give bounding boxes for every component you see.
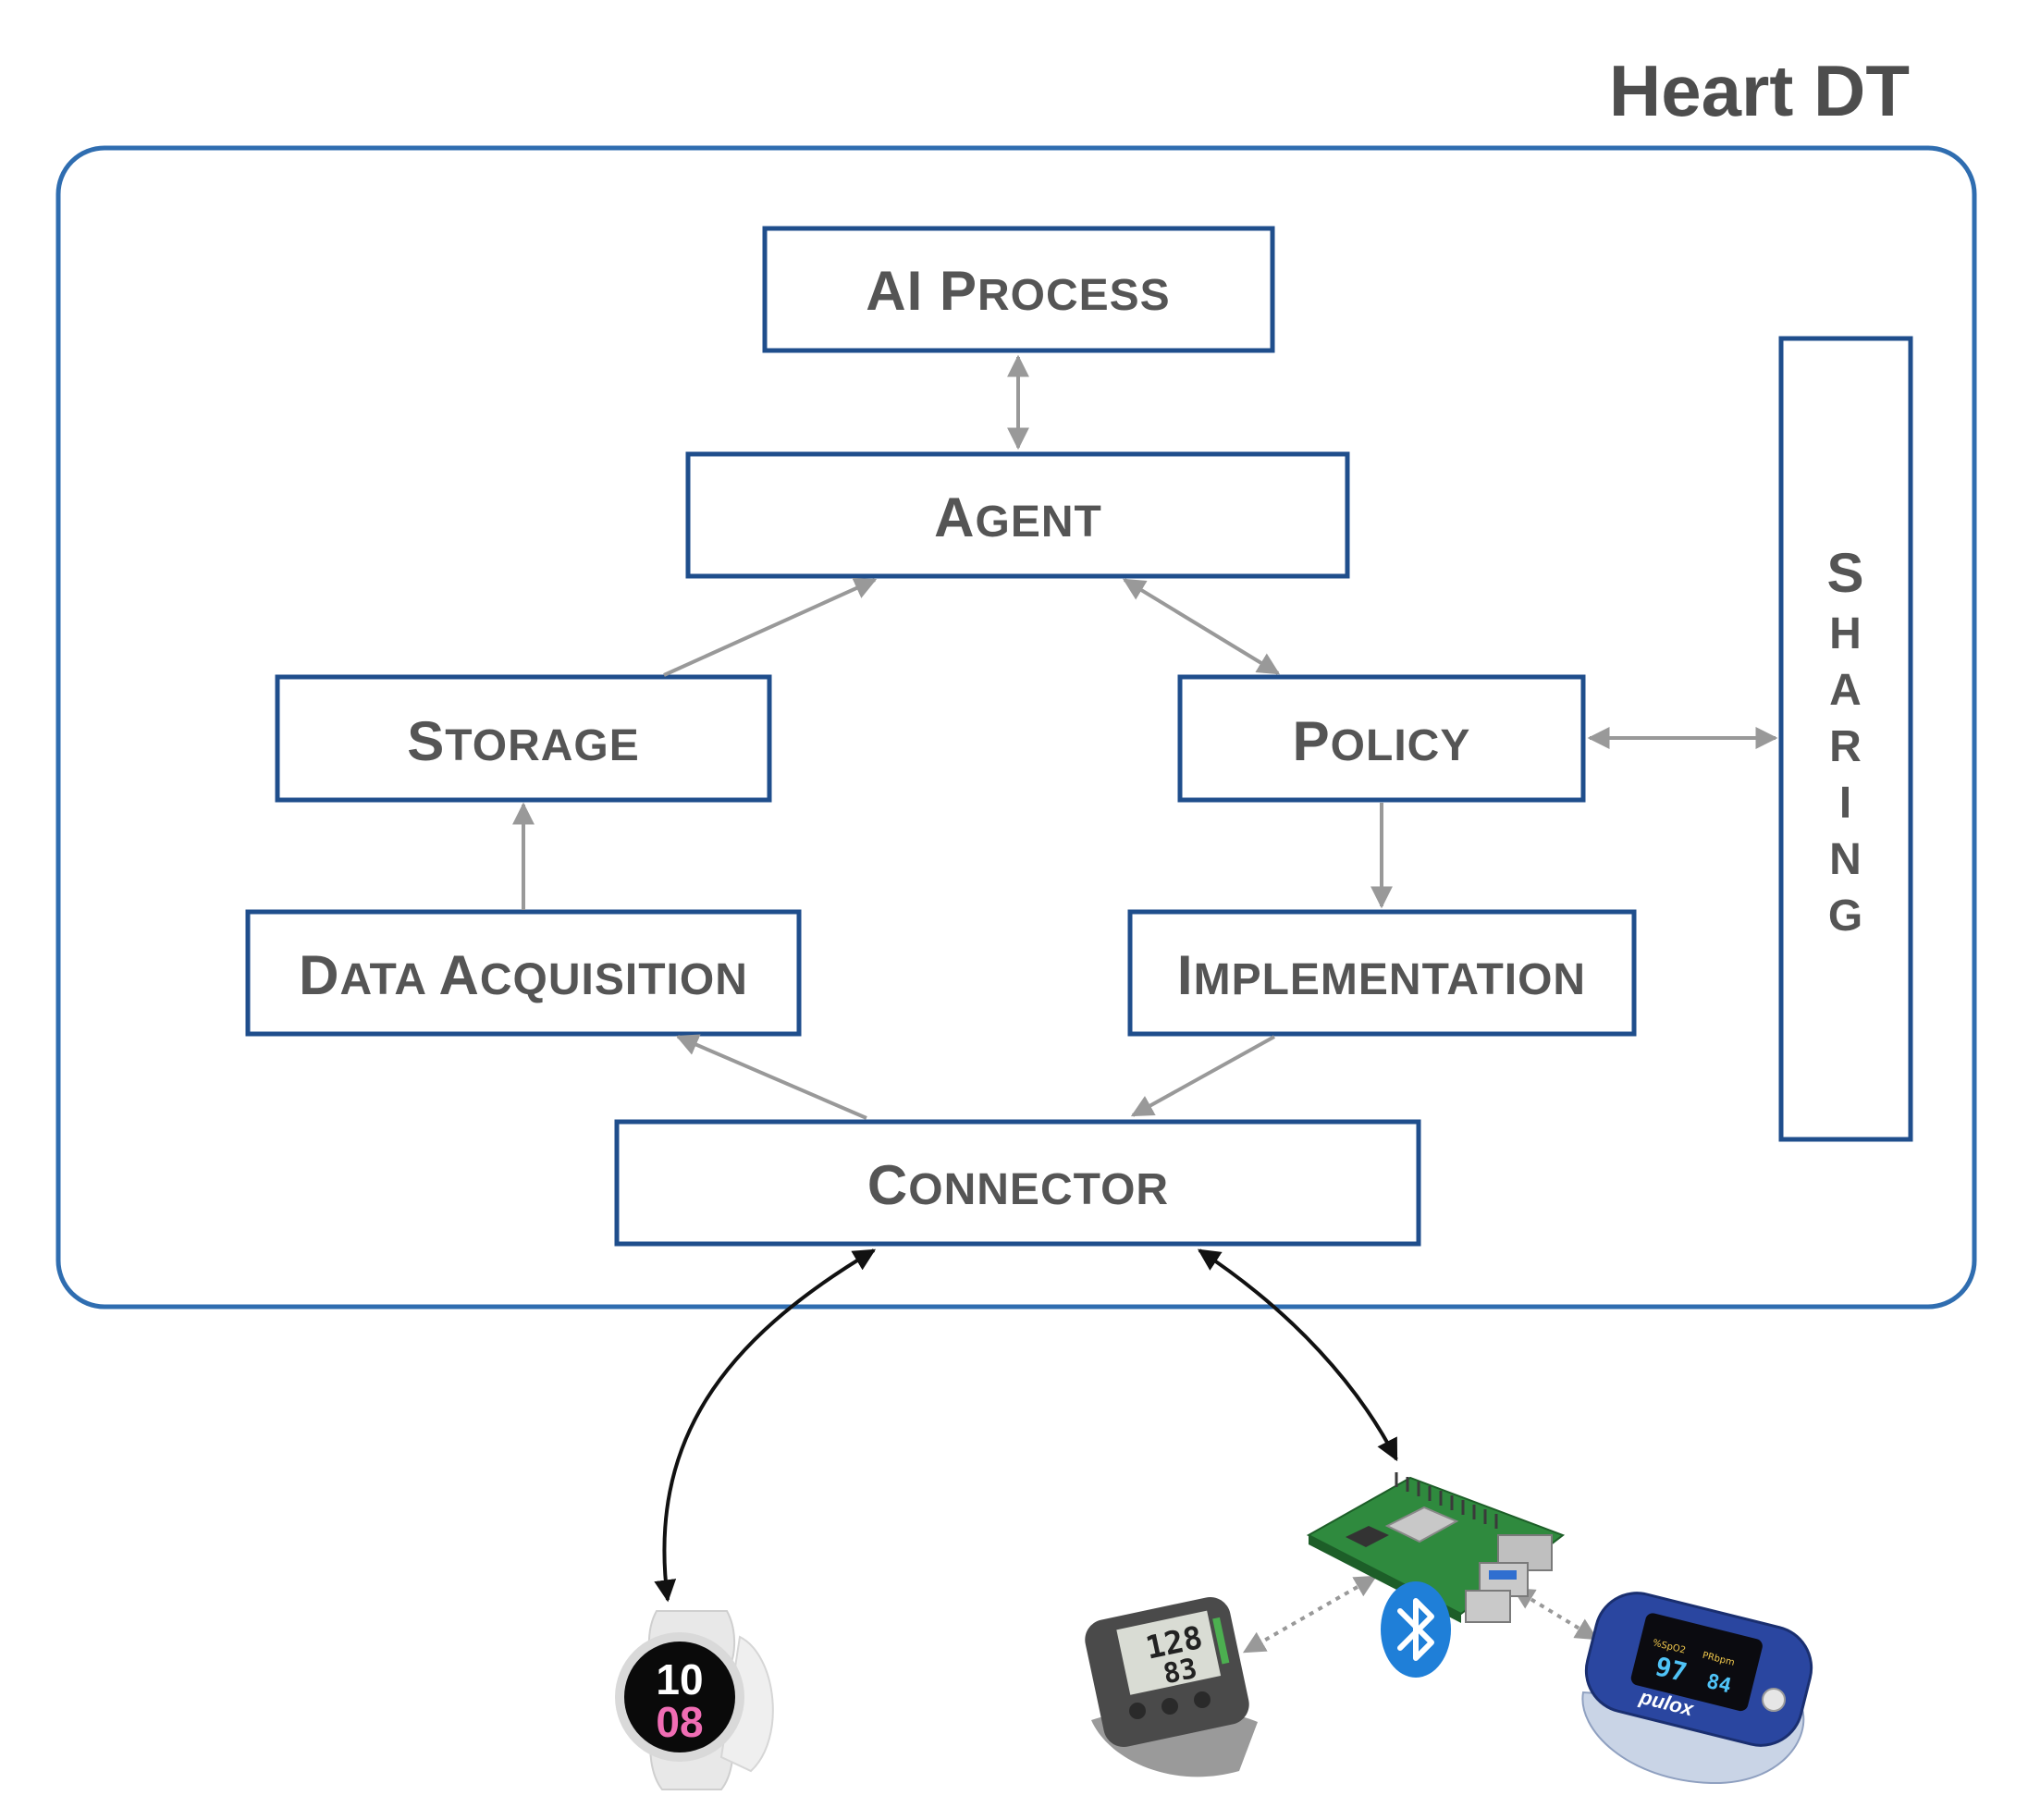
arrow-connector-data-acquisition [675,1034,867,1120]
data-acquisition-label: DATA ACQUISITION [299,944,748,1006]
policy-box: POLICY [1177,674,1586,803]
implementation-label: IMPLEMENTATION [1177,944,1586,1006]
smartwatch-icon: 10 08 [615,1610,774,1790]
storage-label: STORAGE [407,710,640,772]
bluetooth-links [1242,1575,1599,1654]
sharing-letter: A [1829,666,1862,715]
sharing-letter: G [1828,892,1863,941]
device-link-arrows [654,1248,1398,1603]
sharing-letter: I [1839,779,1852,828]
arrow-connector-gateway [1197,1248,1398,1462]
sharing-letter: S [1826,542,1864,604]
sharing-letter: N [1829,835,1862,884]
arrow-gateway-bp-monitor [1242,1575,1378,1654]
pulse-oximeter-icon: %SpO2 PRbpm 97 84 pulox [1581,1592,1813,1785]
watch-minute: 08 [656,1698,703,1746]
arrow-connector-smartwatch [654,1248,877,1603]
bp-display-bottom: 83 [1161,1653,1200,1691]
bluetooth-icon [1381,1581,1451,1678]
watch-hour: 10 [656,1655,703,1703]
diagram-title: Heart DT [1609,50,1910,131]
policy-label: POLICY [1293,710,1471,772]
connector-box: CONNECTOR [614,1119,1421,1247]
agent-label: AGENT [934,486,1102,548]
ai-process-label: AI PROCESS [866,260,1170,322]
ai-process-box: AI PROCESS [762,226,1275,353]
agent-box: AGENT [685,451,1350,579]
oximeter-bpm-value: 84 [1704,1670,1734,1699]
internal-arrows [512,354,1778,1120]
arrow-storage-agent [663,577,878,677]
oximeter-spo2-value: 97 [1653,1651,1690,1688]
arrow-implementation-connector [1130,1035,1275,1117]
blood-pressure-monitor-icon: 128 83 [1085,1596,1258,1777]
data-acquisition-box: DATA ACQUISITION [245,909,802,1037]
arrow-agent-policy [1122,578,1281,675]
sharing-letter: H [1829,609,1862,658]
sharing-letter: R [1829,722,1862,771]
storage-box: STORAGE [275,674,772,803]
implementation-box: IMPLEMENTATION [1127,909,1637,1037]
connector-label: CONNECTOR [867,1154,1169,1216]
heart-dt-container [55,145,1977,1310]
